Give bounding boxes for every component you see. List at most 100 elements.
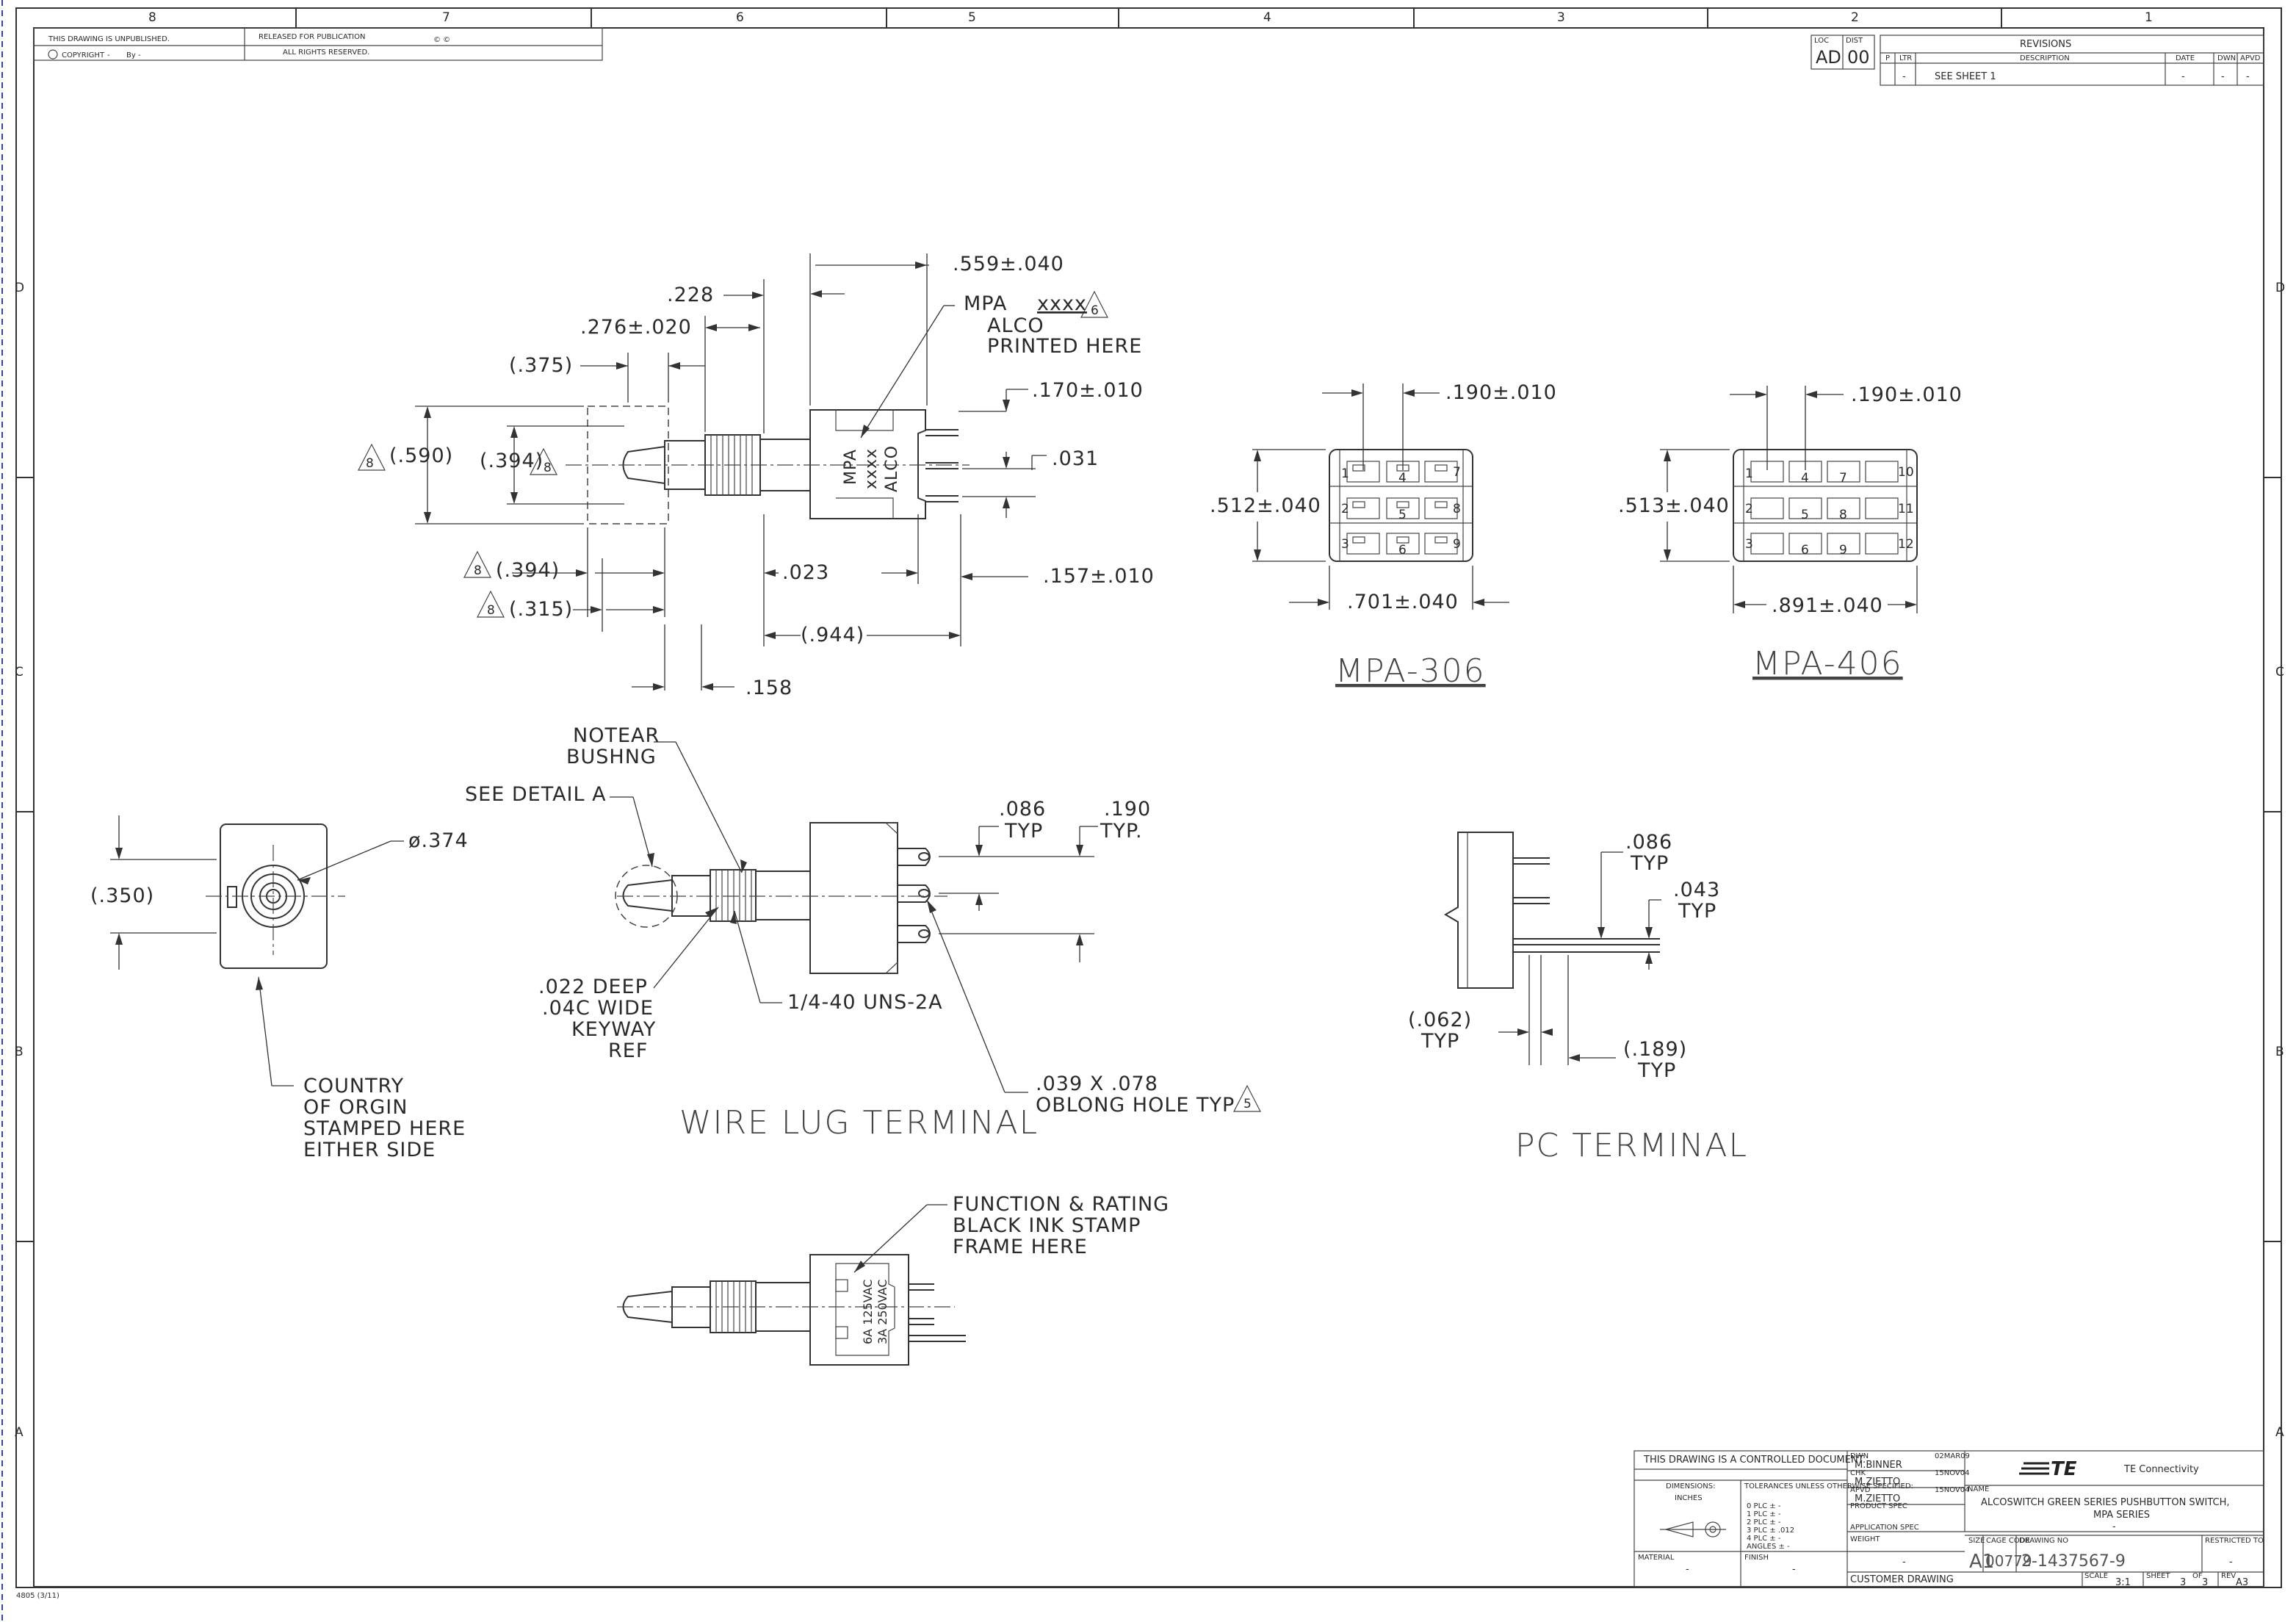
- lug-086: .086: [999, 798, 1046, 821]
- zone-col-6: 6: [736, 10, 744, 25]
- pc-062-typ: TYP: [1420, 1030, 1459, 1053]
- dwn-value: M.BINNER: [1855, 1460, 1902, 1471]
- pc-189-typ: TYP: [1637, 1059, 1676, 1082]
- dwn-date: 02MAR09: [1935, 1452, 1970, 1460]
- material-value: -: [1686, 1564, 1689, 1575]
- pc-189: (.189): [1623, 1038, 1687, 1061]
- country-note-1: COUNTRY: [303, 1075, 404, 1097]
- rev-row-desc: SEE SHEET 1: [1935, 71, 1996, 82]
- sheet-label: SHEET: [2146, 1572, 2171, 1580]
- te-logo: TE: [2019, 1458, 2077, 1480]
- mpa406-pin-1: 1: [1745, 466, 1753, 481]
- flag-8-label-a: 8: [366, 456, 374, 471]
- notear-line-2: BUSHNG: [566, 746, 657, 768]
- keyway-line-1: .022 DEEP: [538, 976, 648, 998]
- zone-col-7: 7: [442, 10, 450, 25]
- zone-row-b-right: B: [2275, 1045, 2284, 1059]
- mpa306-pin-9: 9: [1453, 537, 1461, 552]
- see-detail-a: SEE DETAIL A: [465, 783, 607, 806]
- mpa406-pin-9: 9: [1839, 543, 1847, 558]
- print-label-xxxx: xxxx: [1037, 292, 1087, 315]
- mpa406-pitch: .190±.010: [1851, 383, 1963, 406]
- rating-stamp-1: 6A 125VAC: [861, 1279, 875, 1344]
- body-mpa-text: MPA: [842, 449, 860, 485]
- weight-value: -: [1902, 1557, 1906, 1568]
- form-number: 4805 (3/11): [16, 1592, 59, 1600]
- hole-line-1: .039 X .078: [1036, 1073, 1158, 1095]
- mpa406-title: MPA-406: [1752, 645, 1903, 682]
- zone-col-8: 8: [148, 10, 156, 25]
- dim-375: (.375): [509, 354, 573, 377]
- rev-col-p: P: [1885, 54, 1890, 62]
- dim-315: (.315): [509, 598, 573, 621]
- tol-line-5: ANGLES ± -: [1747, 1543, 1790, 1551]
- drawing-no-value: 2-1437567-9: [2021, 1552, 2126, 1571]
- mpa406-pin-4: 4: [1801, 471, 1809, 486]
- part-name-2: MPA SERIES: [2093, 1510, 2150, 1521]
- chk-label: CHK: [1850, 1469, 1866, 1477]
- pc-043: .043: [1673, 879, 1720, 901]
- customer-drawing: CUSTOMER DRAWING: [1850, 1574, 1954, 1585]
- tolerances-label: TOLERANCES UNLESS OTHERWISE SPECIFIED:: [1744, 1482, 1913, 1491]
- dim-031: .031: [1052, 447, 1099, 470]
- mpa406-width: .891±.040: [1772, 594, 1883, 617]
- application-spec-label: APPLICATION SPEC: [1850, 1524, 1919, 1532]
- scale-label: SCALE: [2084, 1572, 2108, 1580]
- tol-line-4: 4 PLC ± -: [1747, 1535, 1781, 1543]
- weight-label: WEIGHT: [1850, 1535, 1880, 1543]
- dim-590: (.590): [389, 444, 453, 467]
- dim-559: .559±.040: [953, 253, 1064, 275]
- zone-row-b-left: B: [15, 1045, 24, 1059]
- flag-8-label-c: 8: [474, 563, 482, 578]
- company-name: TE Connectivity: [2123, 1464, 2199, 1475]
- loc-label: LOC: [1814, 37, 1829, 45]
- print-label-alco: ALCO: [987, 314, 1044, 337]
- mpa406-pin-6: 6: [1801, 543, 1809, 558]
- flag-6-label: 6: [1091, 303, 1099, 318]
- copyright-by: By -: [126, 51, 141, 60]
- rev-row-ltr: -: [1902, 71, 1906, 82]
- te-logo-text: TE: [2051, 1458, 2077, 1480]
- projection-symbol-icon: [1660, 1521, 1726, 1538]
- rev-row-dwn: -: [2221, 71, 2225, 82]
- tol-line-2: 2 PLC ± -: [1747, 1518, 1781, 1527]
- pc-062: (.062): [1408, 1009, 1472, 1031]
- rev-label: REV: [2221, 1572, 2236, 1580]
- keyway-line-4: REF: [608, 1039, 648, 1062]
- zone-row-a-right: A: [2275, 1425, 2284, 1440]
- mpa306-pin-4: 4: [1398, 471, 1407, 486]
- mpa406-height: .513±.040: [1618, 494, 1730, 517]
- apvd-value: M.ZIETTO: [1855, 1493, 1900, 1504]
- mpa306-pitch: .190±.010: [1445, 381, 1557, 404]
- mpa306-pin-6: 6: [1398, 543, 1407, 558]
- zone-row-d-left: D: [15, 281, 24, 295]
- copyright-dash: -: [107, 51, 110, 60]
- country-note-3: STAMPED HERE: [303, 1117, 466, 1140]
- flag-5-label: 5: [1243, 1097, 1252, 1111]
- body-alco-text: ALCO: [883, 445, 901, 492]
- print-label-mpa: MPA: [964, 292, 1007, 315]
- size-value: A1: [1969, 1551, 1994, 1573]
- rev-value: A3: [2236, 1577, 2248, 1588]
- apvd-label: APVD: [1850, 1486, 1871, 1494]
- body-xxxx-text: xxxx: [862, 448, 881, 489]
- title-block: THIS DRAWING IS A CONTROLLED DOCUMENT. D…: [1633, 1450, 2264, 1588]
- dim-394-b: (.394): [496, 559, 560, 582]
- rev-col-apvd: APVD: [2240, 54, 2261, 62]
- tol-line-3: 3 PLC ± .012: [1747, 1527, 1794, 1535]
- dim-276: .276±.020: [580, 316, 692, 339]
- stamp-note-1: FUNCTION & RATING: [953, 1193, 1169, 1216]
- lug-190-typ: TYP.: [1100, 820, 1143, 843]
- copyright-text: COPYRIGHT: [62, 51, 105, 60]
- mpa406-pin-8: 8: [1839, 508, 1847, 522]
- pc-043-typ: TYP: [1678, 900, 1716, 923]
- mpa406-pin-7: 7: [1839, 471, 1847, 486]
- mpa306-pin-8: 8: [1453, 502, 1461, 516]
- name-label: NAME: [1968, 1485, 1989, 1493]
- mpa306-title: MPA-306: [1335, 652, 1486, 690]
- scale-value: 3:1: [2115, 1577, 2131, 1588]
- cage-label: CAGE CODE: [1986, 1537, 2030, 1545]
- rev-col-desc: DESCRIPTION: [2020, 54, 2070, 62]
